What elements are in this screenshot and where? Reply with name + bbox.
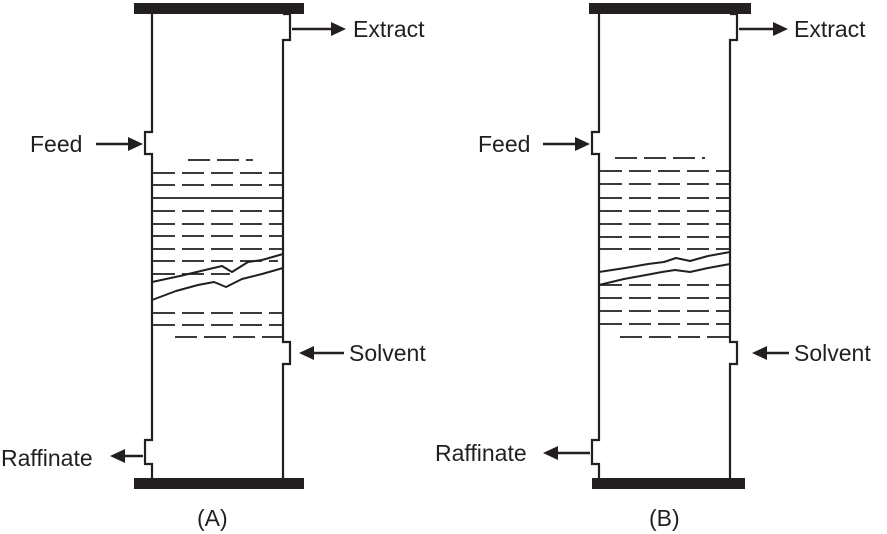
right-arrow-icon [331, 22, 346, 36]
left-arrow-icon [752, 346, 767, 360]
column-a-lower-dispersion [153, 312, 282, 338]
stream-label-feed: Feed [478, 131, 530, 157]
column-b-feed-stream: Feed [478, 131, 590, 157]
column-a-solvent-stream: Solvent [299, 340, 426, 366]
stream-label-solvent: Solvent [349, 340, 426, 366]
stream-label-extract: Extract [353, 16, 425, 42]
column-b-raffinate-stream: Raffinate [435, 440, 590, 466]
column-a-raffinate-stream: Raffinate [1, 445, 143, 471]
column-a-top-plate [134, 3, 304, 14]
column-b-right-wall [728, 12, 739, 478]
stream-label-solvent: Solvent [794, 340, 871, 366]
left-arrow-icon [110, 449, 125, 463]
right-arrow-icon [575, 137, 590, 151]
column-b-extract-stream: Extract [739, 16, 866, 42]
column-b-upper-dispersion [600, 157, 729, 250]
column-a [134, 3, 304, 489]
caption-a: (A) [197, 505, 228, 531]
column-a-feed-stream: Feed [30, 131, 143, 157]
column-a-bottom-plate [134, 478, 304, 489]
column-a-left-wall [143, 14, 154, 478]
column-a-interface-lower [151, 267, 284, 301]
column-b-top-plate [589, 3, 751, 14]
stream-label-raffinate: Raffinate [1, 445, 93, 471]
column-b-interface-lower [598, 263, 731, 286]
left-arrow-icon [299, 346, 314, 360]
column-b [589, 3, 751, 489]
left-arrow-icon [543, 446, 558, 460]
column-a-extract-stream: Extract [292, 16, 425, 42]
column-b-interface-upper [598, 251, 731, 273]
column-b-left-wall [590, 14, 601, 478]
column-a-upper-dispersion [153, 159, 282, 275]
right-arrow-icon [128, 137, 143, 151]
caption-b: (B) [649, 505, 680, 531]
right-arrow-icon [773, 22, 788, 36]
column-a-right-wall [281, 12, 292, 478]
stream-label-extract: Extract [794, 16, 866, 42]
column-b-bottom-plate [592, 478, 745, 489]
stream-label-feed: Feed [30, 131, 82, 157]
column-b-lower-dispersion [600, 284, 729, 338]
column-b-solvent-stream: Solvent [752, 340, 871, 366]
stream-label-raffinate: Raffinate [435, 440, 527, 466]
column-a-interface-upper [151, 253, 284, 283]
